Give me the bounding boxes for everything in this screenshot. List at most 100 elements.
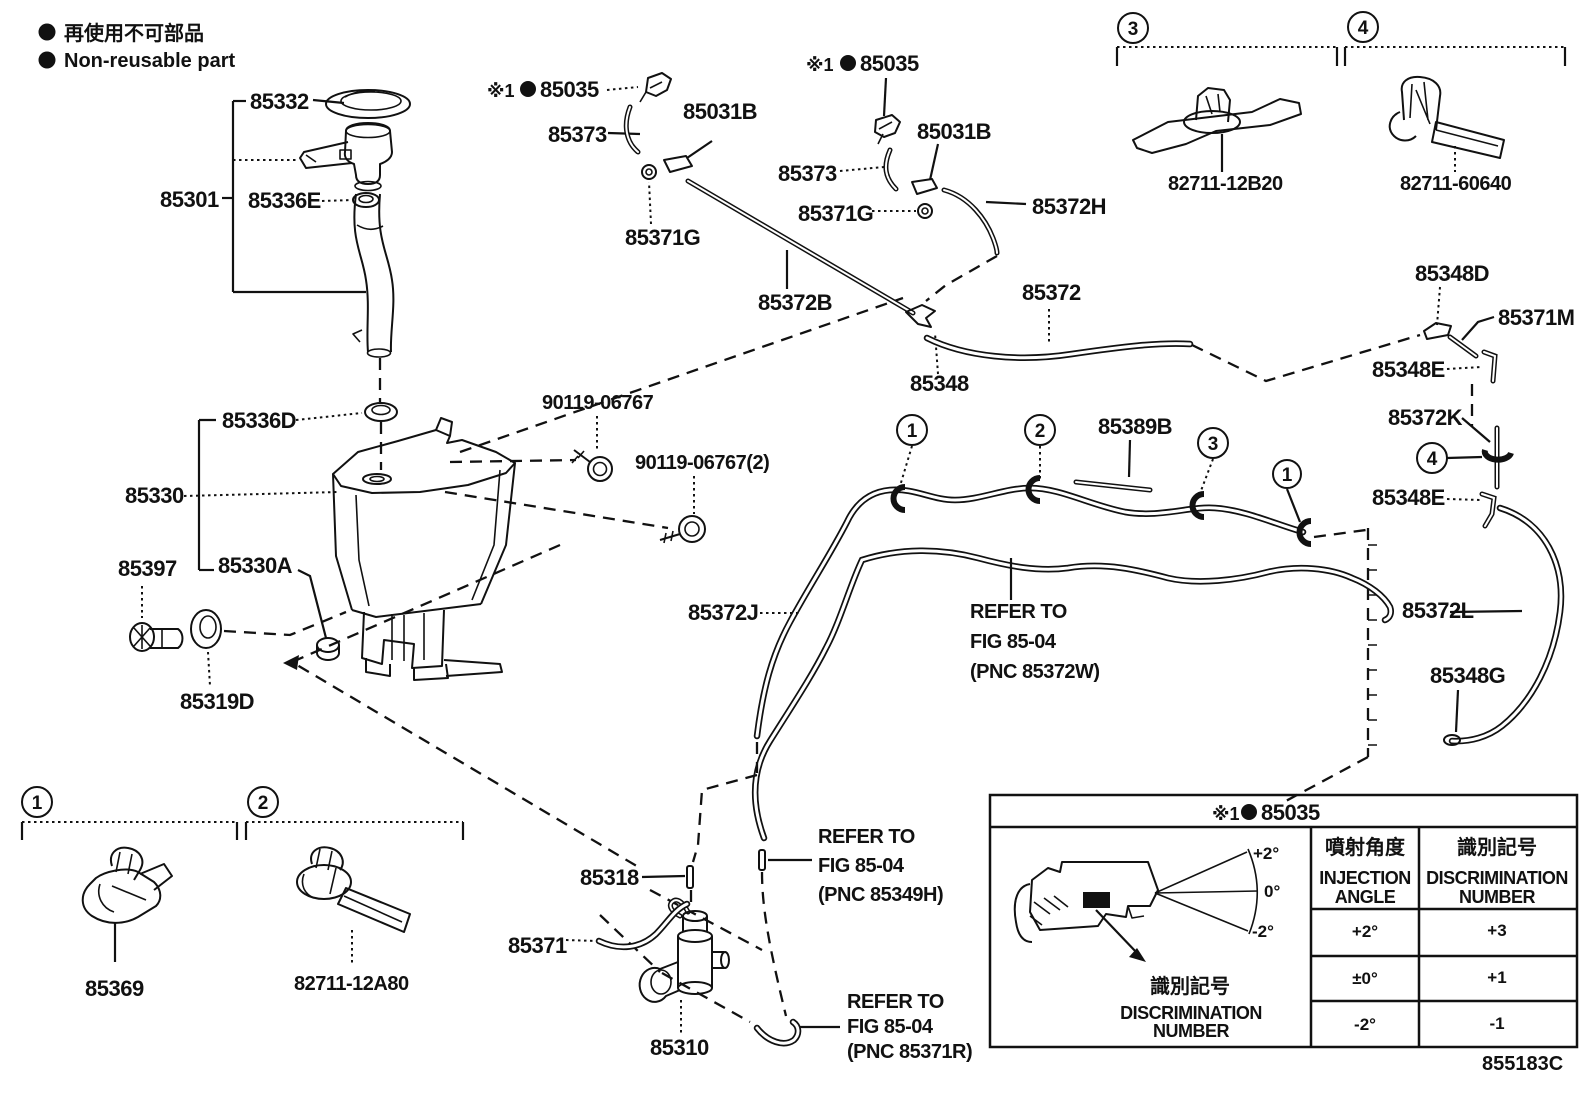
refer-note-85371R: REFER TO FIG 85-04 (PNC 85371R) xyxy=(847,991,973,1063)
part-label-85371G-left[interactable]: 85371G xyxy=(625,225,701,250)
refer-note-85349H: REFER TO FIG 85-04 (PNC 85349H) xyxy=(818,826,944,906)
part-label-85389B[interactable]: 85389B xyxy=(1098,414,1173,439)
part-label-85371M[interactable]: 85371M xyxy=(1498,305,1575,330)
part-label-82711-12B20[interactable]: 82711-12B20 xyxy=(1168,173,1283,195)
legend: 再使用不可部品 Non-reusable part xyxy=(38,21,235,72)
callout-group-3: 3 xyxy=(1115,12,1339,172)
non-reusable-dot-icon xyxy=(840,55,856,71)
col-angle-en1: INJECTION xyxy=(1319,868,1411,888)
col-angle-jp: 噴射角度 xyxy=(1325,835,1406,859)
part-label-85348[interactable]: 85348 xyxy=(910,371,969,396)
part-label-85336D[interactable]: 85336D xyxy=(222,408,297,433)
note-ref-right: ※1 xyxy=(806,55,834,75)
part-label-85348E-2[interactable]: 85348E xyxy=(1372,485,1445,510)
note-en2: NUMBER xyxy=(1153,1021,1229,1041)
injection-angle-table: ※1 85035 噴射角度 INJECTION ANGLE 識別記号 DISCR… xyxy=(988,793,1579,1049)
pump-area-drawings xyxy=(565,742,840,1047)
svg-text:FIG 85-04: FIG 85-04 xyxy=(970,631,1057,653)
part-label-85372J[interactable]: 85372J xyxy=(688,600,759,625)
legend-jp: 再使用不可部品 xyxy=(64,21,204,45)
part-label-85348G[interactable]: 85348G xyxy=(1430,663,1506,688)
callout-1-a: 1 xyxy=(896,414,928,446)
note-jp: 識別記号 xyxy=(1150,974,1230,998)
svg-text:3: 3 xyxy=(1128,19,1139,40)
legend-en: Non-reusable part xyxy=(64,50,235,72)
part-label-85397[interactable]: 85397 xyxy=(118,556,177,581)
row-num-0: +3 xyxy=(1487,921,1506,940)
part-label-90119-06767[interactable]: 90119-06767 xyxy=(542,392,654,414)
part-label-85372K[interactable]: 85372K xyxy=(1388,405,1463,430)
bullet-icon xyxy=(38,23,56,41)
part-label-85330A[interactable]: 85330A xyxy=(218,553,293,578)
row-angle-2: -2° xyxy=(1354,1015,1376,1034)
refer-note-85372W: REFER TO FIG 85-04 (PNC 85372W) xyxy=(970,601,1100,683)
callout-group-4: 4 xyxy=(1343,11,1567,172)
row-angle-0: +2° xyxy=(1352,922,1378,941)
part-label-85373-left[interactable]: 85373 xyxy=(548,122,607,147)
part-label-85348D[interactable]: 85348D xyxy=(1415,261,1490,286)
non-reusable-dot-icon xyxy=(520,81,536,97)
svg-text:(PNC 85371R): (PNC 85371R) xyxy=(847,1041,972,1063)
part-label-85301[interactable]: 85301 xyxy=(160,187,219,212)
part-label-85372L[interactable]: 85372L xyxy=(1402,598,1474,623)
svg-text:4: 4 xyxy=(1358,18,1369,39)
table-title-part: 85035 xyxy=(1261,800,1320,825)
main-hose-drawings xyxy=(751,439,1395,842)
row-angle-1: ±0° xyxy=(1352,969,1378,988)
svg-text:REFER TO: REFER TO xyxy=(847,991,944,1013)
svg-text:FIG 85-04: FIG 85-04 xyxy=(847,1016,934,1038)
fan-label-bot: -2° xyxy=(1252,922,1274,941)
svg-text:(PNC 85349H): (PNC 85349H) xyxy=(818,884,943,906)
part-label-85373-right[interactable]: 85373 xyxy=(778,161,837,186)
svg-text:2: 2 xyxy=(1035,421,1046,442)
svg-text:4: 4 xyxy=(1427,449,1438,470)
col-num-en1: DISCRIMINATION xyxy=(1426,868,1568,888)
part-label-85369[interactable]: 85369 xyxy=(85,976,144,1001)
callout-4-right: 4 xyxy=(1416,442,1448,474)
part-label-85372[interactable]: 85372 xyxy=(1022,280,1081,305)
filler-assembly-drawing xyxy=(222,89,411,358)
part-label-85319D[interactable]: 85319D xyxy=(180,689,255,714)
col-angle-en2: ANGLE xyxy=(1335,887,1396,907)
part-label-85371G-right[interactable]: 85371G xyxy=(798,201,874,226)
part-label-85031B-right[interactable]: 85031B xyxy=(917,119,992,144)
bolt-drawings xyxy=(571,416,706,544)
part-label-85336E[interactable]: 85336E xyxy=(248,188,321,213)
cowl-hose-drawings xyxy=(685,178,1421,383)
part-label-85035-left[interactable]: 85035 xyxy=(540,77,599,102)
part-label-85348E-1[interactable]: 85348E xyxy=(1372,357,1445,382)
bullet-icon xyxy=(38,51,56,69)
svg-text:FIG 85-04: FIG 85-04 xyxy=(818,855,905,877)
nozzle-angle-sketch: +2° 0° -2° xyxy=(1013,844,1280,962)
row-num-1: +1 xyxy=(1487,968,1506,987)
sensor-grommet-drawings xyxy=(129,586,347,687)
figure-code: 855183C xyxy=(1482,1053,1563,1075)
part-label-85330[interactable]: 85330 xyxy=(125,483,184,508)
note-ref-left: ※1 xyxy=(487,81,515,101)
part-label-85372H[interactable]: 85372H xyxy=(1032,194,1107,219)
right-side-clips xyxy=(1283,286,1565,804)
part-label-85332[interactable]: 85332 xyxy=(250,89,309,114)
non-reusable-dot-icon xyxy=(1241,804,1257,820)
part-label-85031B-left[interactable]: 85031B xyxy=(683,99,758,124)
svg-text:3: 3 xyxy=(1208,434,1219,455)
svg-text:(PNC 85372W): (PNC 85372W) xyxy=(970,661,1100,683)
callout-1-b: 1 xyxy=(1272,459,1302,489)
part-label-85372B[interactable]: 85372B xyxy=(758,290,833,315)
nozzle-group-right xyxy=(839,77,1027,302)
part-label-85371[interactable]: 85371 xyxy=(508,933,567,958)
part-label-82711-12A80[interactable]: 82711-12A80 xyxy=(294,973,409,995)
svg-text:REFER TO: REFER TO xyxy=(818,826,915,848)
callout-group-2: 2 xyxy=(244,786,465,966)
part-label-90119-06767-2[interactable]: 90119-06767(2) xyxy=(635,452,770,474)
part-label-85310[interactable]: 85310 xyxy=(650,1035,709,1060)
part-label-85035-right[interactable]: 85035 xyxy=(860,51,919,76)
svg-text:1: 1 xyxy=(907,421,918,442)
col-num-jp: 識別記号 xyxy=(1457,835,1537,859)
part-label-85318[interactable]: 85318 xyxy=(580,865,639,890)
part-label-82711-60640[interactable]: 82711-60640 xyxy=(1400,173,1512,195)
callout-group-1: 1 xyxy=(20,786,239,962)
svg-text:1: 1 xyxy=(1282,465,1293,486)
